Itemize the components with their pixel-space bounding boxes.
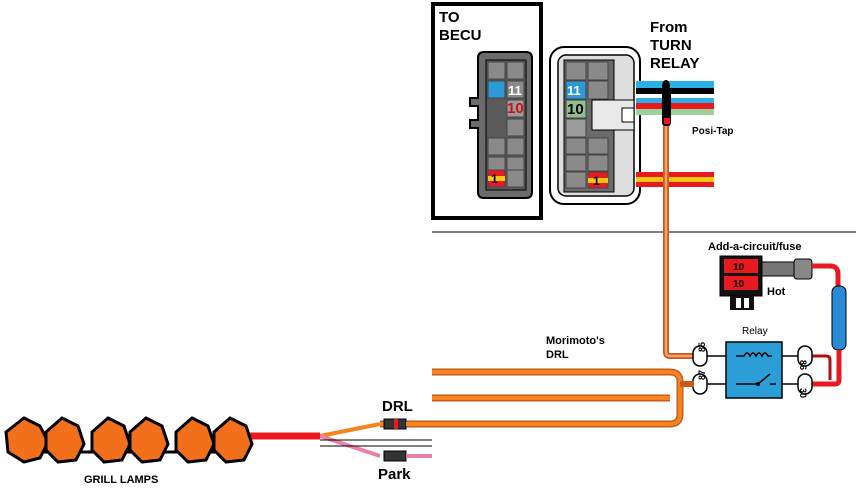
turn-relay-pin1-stripe	[588, 178, 608, 183]
grill-lamp	[44, 416, 86, 464]
grill-lamp	[90, 416, 132, 464]
grill-lamp	[4, 416, 50, 464]
morimoto-drl-label-line2: DRL	[546, 349, 569, 361]
grill-lamp	[128, 416, 170, 464]
fuse-bottom-rating: 10	[733, 279, 745, 290]
morimoto-drl-label-line1: Morimoto's	[546, 335, 605, 347]
becu-connector-panel: TO BECU 11 10 1	[431, 2, 543, 220]
turn-relay-pin-cells	[565, 61, 609, 189]
becu-pin-10: 10	[507, 100, 524, 117]
fuse-to-relay-wire	[812, 350, 842, 387]
grill-lamps-label: GRILL LAMPS	[84, 474, 158, 486]
drl-harness	[380, 368, 694, 428]
svg-text:30: 30	[798, 388, 808, 398]
svg-text:87: 87	[697, 370, 707, 380]
turn-relay-pin-11: 11	[567, 83, 581, 98]
turn-relay-label-line2: TURN	[650, 37, 692, 54]
grill-lamp	[212, 416, 254, 464]
turn-relay-connector: 11 10 1	[549, 46, 641, 205]
becu-pin1-stripe	[488, 176, 505, 181]
drl-label: DRL	[382, 398, 413, 415]
relay-86-loop-wire	[812, 354, 832, 380]
tap-wire	[663, 126, 694, 359]
becu-pin-cells	[487, 61, 525, 188]
inline-fuse-holder	[831, 285, 847, 351]
becu-pin-11: 11	[508, 83, 522, 98]
add-a-circuit-label: Add-a-circuit/fuse	[708, 241, 802, 253]
tap-wire-core	[664, 126, 694, 358]
relay-terminal-85: 85	[692, 342, 708, 367]
turn-relay-wires	[636, 81, 714, 187]
relay-label: Relay	[742, 326, 768, 337]
relay	[706, 341, 800, 399]
svg-text:86: 86	[798, 360, 808, 370]
becu-pin-1: 1	[491, 172, 498, 186]
grill-lamp	[174, 416, 216, 464]
relay-terminal-30: 30	[797, 373, 813, 398]
becu-label-line1: TO	[439, 9, 460, 26]
svg-text:85: 85	[697, 342, 707, 352]
hot-feed-wire	[812, 263, 841, 288]
posi-tap: Posi-Tap	[662, 80, 733, 137]
fuse-top-rating: 10	[733, 262, 745, 273]
turn-relay-label-line3: RELAY	[650, 55, 699, 72]
add-a-circuit-fuse: 10 10	[719, 255, 813, 310]
posi-tap-label: Posi-Tap	[692, 126, 733, 137]
grill-lamps	[4, 416, 254, 464]
hot-label: Hot	[767, 286, 786, 298]
turn-relay-pin-10: 10	[567, 101, 584, 118]
turn-relay-latch-tab	[621, 107, 635, 123]
becu-label-line2: BECU	[439, 27, 482, 44]
turn-relay-pin-1: 1	[593, 174, 600, 188]
relay-terminal-86: 86	[797, 345, 813, 370]
park-label: Park	[378, 466, 411, 483]
drl-park-splice	[319, 418, 432, 462]
turn-relay-label-line1: From	[650, 19, 688, 36]
relay-terminal-87: 87	[692, 370, 708, 395]
